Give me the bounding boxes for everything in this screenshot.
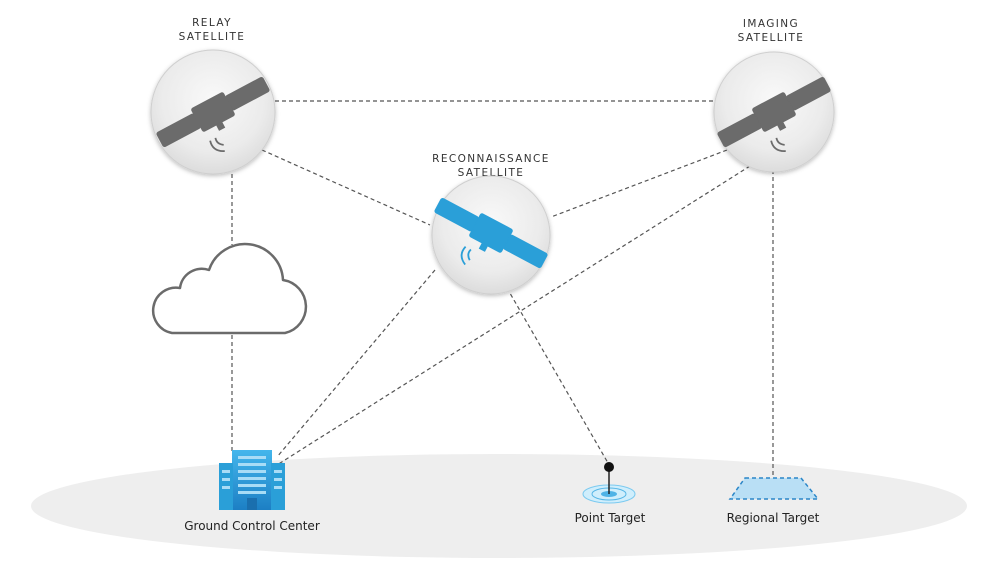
- imaging-satellite-label-line1: IMAGING: [743, 18, 799, 30]
- imaging-satellite: IMAGING SATELLITE: [713, 18, 847, 177]
- relay-satellite-label-line1: RELAY: [192, 17, 232, 29]
- link-imaging-ground: [276, 165, 751, 466]
- communication-links: [231, 100, 774, 478]
- cloud-icon: [151, 242, 308, 335]
- recon-satellite-label-line2: SATELLITE: [458, 167, 525, 179]
- imaging-satellite-label-line2: SATELLITE: [738, 32, 805, 44]
- link-relay-recon: [261, 149, 431, 226]
- recon-satellite-label-line1: RECONNAISSANCE: [432, 153, 550, 165]
- point-target-icon: [582, 462, 636, 504]
- reconnaissance-satellite: RECONNAISSANCE SATELLITE: [418, 153, 551, 298]
- relay-satellite-label-line2: SATELLITE: [179, 31, 246, 43]
- point-target-label: Point Target: [575, 511, 646, 525]
- ground-control-center-label: Ground Control Center: [184, 519, 320, 533]
- link-recon-point-target: [506, 287, 609, 464]
- regional-target-label: Regional Target: [727, 511, 820, 525]
- link-recon-ground: [276, 269, 436, 458]
- building-icon: [219, 450, 285, 510]
- ground-plane: [31, 454, 967, 558]
- link-imaging-recon: [550, 149, 728, 218]
- relay-satellite: RELAY SATELLITE: [150, 17, 286, 177]
- regional-target-icon: [728, 477, 820, 500]
